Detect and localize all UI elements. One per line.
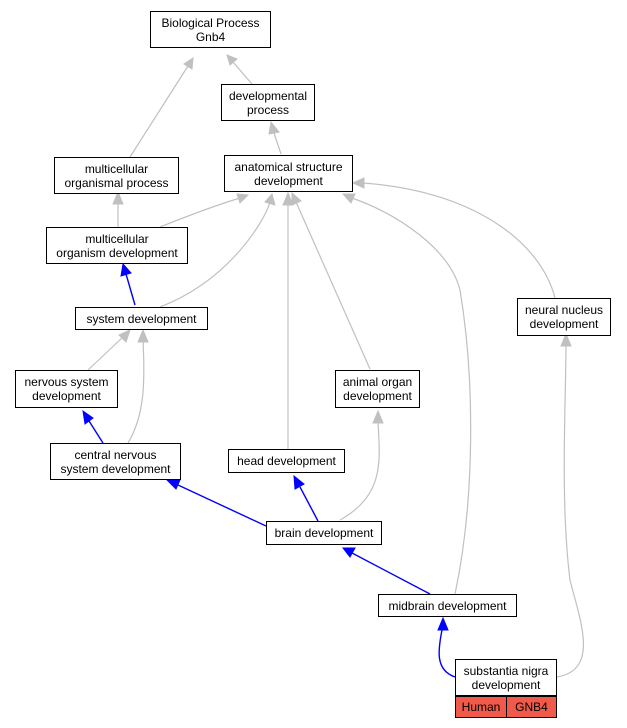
arrowhead-mop-to-bp: [183, 57, 194, 70]
arrowhead-sd-to-mod: [120, 262, 132, 277]
node-label-line1: central nervous: [74, 447, 157, 462]
node-label-line1: Biological Process: [161, 15, 260, 30]
node-system-development[interactable]: system development: [75, 307, 208, 330]
node-label-line1: midbrain development: [388, 598, 507, 613]
arrowhead-nnd-to-asd: [351, 177, 365, 189]
edge-md-to-bd: [351, 552, 431, 595]
arrowhead-bd-to-aod: [372, 409, 384, 424]
node-label-line2: development: [471, 677, 541, 692]
edge-bd-to-aod: [339, 421, 380, 521]
edge-snd-to-md: [438, 629, 456, 678]
node-label-line1: substantia nigra: [463, 663, 549, 678]
node-nervous-system-development[interactable]: nervous system development: [15, 370, 118, 408]
arrowhead-bd-to-hd: [293, 474, 305, 490]
edge-sd-to-asd: [159, 201, 271, 308]
node-biological-process[interactable]: Biological Process Gnb4: [150, 11, 271, 48]
arrowhead-asd-to-dp: [268, 120, 280, 135]
node-brain-development[interactable]: brain development: [266, 521, 382, 545]
arrowhead-mod-to-mop: [112, 190, 124, 205]
node-label-line1: animal organ: [342, 375, 413, 389]
node-animal-organ-development[interactable]: animal organ development: [335, 370, 420, 408]
node-label-line2: development: [32, 389, 101, 403]
arrowhead-md-to-bd: [341, 547, 356, 558]
node-label-line1: multicellular: [84, 161, 149, 176]
arrowhead-md-to-asd: [341, 193, 356, 204]
edge-nnd-to-asd: [361, 182, 556, 299]
arrowhead-snd-to-nnd: [560, 332, 572, 347]
edge-asd-to-dp: [273, 132, 282, 155]
arrowhead-snd-to-md: [437, 616, 449, 631]
node-multicellular-organism-development[interactable]: multicellular organism development: [46, 227, 188, 264]
node-label-line2: Gnb4: [195, 29, 226, 44]
node-midbrain-development[interactable]: midbrain development: [378, 594, 517, 617]
edge-aod-to-asd: [295, 201, 371, 370]
node-label-box: substantia nigra development: [455, 659, 557, 696]
edge-dp-to-bp: [232, 61, 253, 85]
arrowhead-cnsd-to-nsd: [82, 409, 94, 425]
node-label-line1: brain development: [274, 526, 374, 540]
node-substantia-nigra-development[interactable]: substantia nigra development Human GNB4: [455, 659, 557, 718]
arrowhead-cnsd-to-sd: [137, 328, 149, 343]
edge-md-to-asd: [351, 197, 472, 595]
node-label-line2: process: [246, 102, 290, 117]
edge-nsd-to-sd: [87, 336, 124, 371]
node-label-line1: anatomical structure: [234, 159, 343, 174]
node-label-line1: head development: [237, 454, 336, 468]
node-head-development[interactable]: head development: [228, 449, 345, 473]
node-label-line1: system development: [86, 311, 197, 326]
node-anatomical-structure-development[interactable]: anatomical structure development: [224, 155, 353, 192]
annotation-species-badge: Human: [455, 696, 507, 718]
arrowhead-aod-to-asd: [291, 191, 302, 206]
node-label-line1: developmental: [228, 88, 308, 103]
node-label-line1: neural nucleus: [524, 303, 604, 317]
node-multicellular-organismal-process[interactable]: multicellular organismal process: [54, 157, 179, 194]
node-label-line2: system development: [60, 461, 171, 476]
arrowhead-bd-to-cnsd: [165, 479, 181, 490]
node-label-line2: development: [529, 317, 599, 331]
edge-mod-to-asd: [159, 197, 241, 228]
arrowhead-sd-to-asd: [264, 192, 276, 206]
node-label-line2: development: [343, 389, 412, 403]
edge-sd-to-mod: [125, 273, 136, 306]
arrowhead-mod-to-asd: [236, 193, 250, 204]
edge-bd-to-hd: [299, 486, 319, 522]
edge-mop-to-bp: [129, 65, 189, 158]
arrowhead-nsd-to-sd: [118, 329, 131, 343]
edge-cnsd-to-nsd: [88, 420, 104, 444]
node-label-line2: development: [254, 173, 323, 188]
edge-bd-to-cnsd: [177, 484, 267, 527]
node-label-line1: multicellular: [85, 231, 149, 246]
node-neural-nucleus-development[interactable]: neural nucleus development: [517, 298, 611, 336]
arrowhead-dp-to-bp: [226, 54, 238, 66]
node-central-nervous-system-development[interactable]: central nervous system development: [50, 443, 181, 480]
node-label-line1: nervous system: [24, 375, 109, 389]
arrowhead-hd-to-asd: [282, 191, 294, 206]
node-developmental-process[interactable]: developmental process: [221, 84, 315, 121]
node-label-line2: organismal process: [64, 175, 169, 190]
edge-cnsd-to-sd: [127, 339, 145, 444]
node-label-line2: organism development: [56, 245, 178, 260]
edge-snd-to-nnd: [556, 343, 584, 678]
annotation-gene-badge: GNB4: [506, 696, 557, 718]
